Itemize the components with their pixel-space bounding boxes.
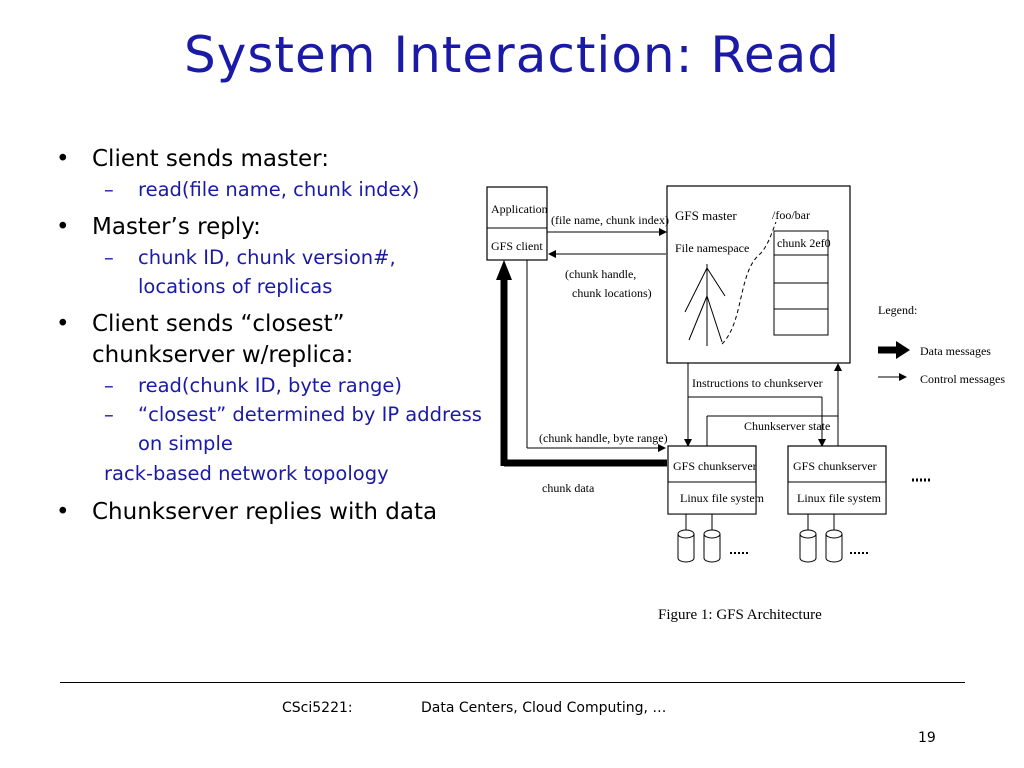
footer-subject: Data Centers, Cloud Computing, … bbox=[421, 700, 667, 716]
sub-bullet-text: chunk ID, chunk version#, locations of r… bbox=[138, 246, 396, 298]
bullet-glyph: • bbox=[56, 146, 70, 172]
bullet-glyph: • bbox=[56, 499, 70, 525]
instructions-label: Instructions to chunkserver bbox=[692, 376, 823, 390]
bullet-item: • Client sends master: bbox=[56, 144, 486, 175]
gfs-chunkserver-label-2: GFS chunkserver bbox=[793, 459, 877, 473]
chunk-handle-message-1: (chunk handle, bbox=[565, 267, 636, 281]
client-box bbox=[486, 186, 548, 261]
sub-bullet-item: – “closest” determined by IP address on … bbox=[56, 400, 486, 458]
bullet-text: Client sends “closest” chunkserver w/rep… bbox=[92, 311, 354, 368]
footer-divider bbox=[60, 682, 965, 683]
bullet-text: Chunkserver replies with data bbox=[92, 499, 438, 525]
sub-bullet-item: – chunk ID, chunk version#, locations of… bbox=[56, 243, 486, 301]
gfs-master-label: GFS master bbox=[675, 208, 737, 223]
chunk-2ef0-label: chunk 2ef0 bbox=[777, 236, 831, 250]
chunk-data-arrowhead-icon bbox=[496, 260, 512, 280]
chunkserver-state-label: Chunkserver state bbox=[744, 419, 830, 433]
legend-title: Legend: bbox=[878, 303, 917, 317]
chunk-data-label: chunk data bbox=[542, 481, 595, 495]
file-namespace-label: File namespace bbox=[675, 241, 749, 255]
foo-bar-label: /foo/bar bbox=[772, 208, 810, 222]
sub-bullet-item: – read(file name, chunk index) bbox=[56, 175, 486, 204]
dash-glyph: – bbox=[104, 374, 114, 397]
sub-bullet-text: read(chunk ID, byte range) bbox=[138, 374, 403, 397]
namespace-tree-icon bbox=[684, 264, 726, 346]
sub-bullet-text: read(file name, chunk index) bbox=[138, 178, 420, 201]
bullet-list: • Client sends master: – read(file name,… bbox=[56, 136, 486, 528]
bullet-text: Master’s reply: bbox=[92, 214, 261, 240]
sub-bullet-text: “closest” determined by IP address on si… bbox=[138, 403, 482, 455]
dash-glyph: – bbox=[104, 403, 114, 426]
linux-fs-label-1: Linux file system bbox=[680, 491, 765, 505]
sub-bullet-item: – read(chunk ID, byte range) bbox=[56, 371, 486, 400]
bullet-glyph: • bbox=[56, 214, 70, 240]
bullet-item: • Client sends “closest” chunkserver w/r… bbox=[56, 309, 486, 371]
disk-icon bbox=[799, 529, 817, 563]
dash-glyph: – bbox=[104, 246, 114, 269]
sub-bullet-continuation: rack-based network topology bbox=[104, 462, 389, 485]
footer-course: CSci5221: bbox=[282, 700, 353, 716]
bullet-item: • Chunkserver replies with data bbox=[56, 497, 486, 528]
linux-fs-box-2 bbox=[787, 481, 887, 515]
byte-range-message: (chunk handle, byte range) bbox=[539, 431, 668, 445]
gfs-client-label: GFS client bbox=[491, 239, 543, 253]
linux-fs-label-2: Linux file system bbox=[797, 491, 882, 505]
figure-caption: Figure 1: GFS Architecture bbox=[658, 607, 822, 623]
application-label: Application bbox=[491, 202, 548, 216]
linux-fs-box-1 bbox=[667, 481, 757, 515]
namespace-to-chunk-dashed-icon bbox=[721, 221, 777, 345]
gfs-architecture-diagram: Application GFS client GFS master File n… bbox=[486, 185, 1005, 623]
chunk-handle-message-2: chunk locations) bbox=[572, 286, 652, 300]
bullet-glyph: • bbox=[56, 311, 70, 337]
file-chunk-message: (file name, chunk index) bbox=[551, 213, 669, 227]
gfs-chunkserver-label-1: GFS chunkserver bbox=[673, 459, 757, 473]
disk-icon bbox=[703, 529, 721, 563]
slide-title: System Interaction: Read bbox=[184, 26, 840, 84]
disk-icon bbox=[677, 529, 695, 563]
data-messages-label: Data messages bbox=[920, 344, 991, 358]
bullet-text: Client sends master: bbox=[92, 146, 329, 172]
bullet-item: • Master’s reply: bbox=[56, 212, 486, 243]
dash-glyph: – bbox=[104, 178, 114, 201]
control-messages-label: Control messages bbox=[920, 372, 1005, 386]
data-messages-legend-arrowhead-icon bbox=[896, 341, 910, 359]
page-number: 19 bbox=[918, 730, 936, 746]
disk-icon bbox=[825, 529, 843, 563]
